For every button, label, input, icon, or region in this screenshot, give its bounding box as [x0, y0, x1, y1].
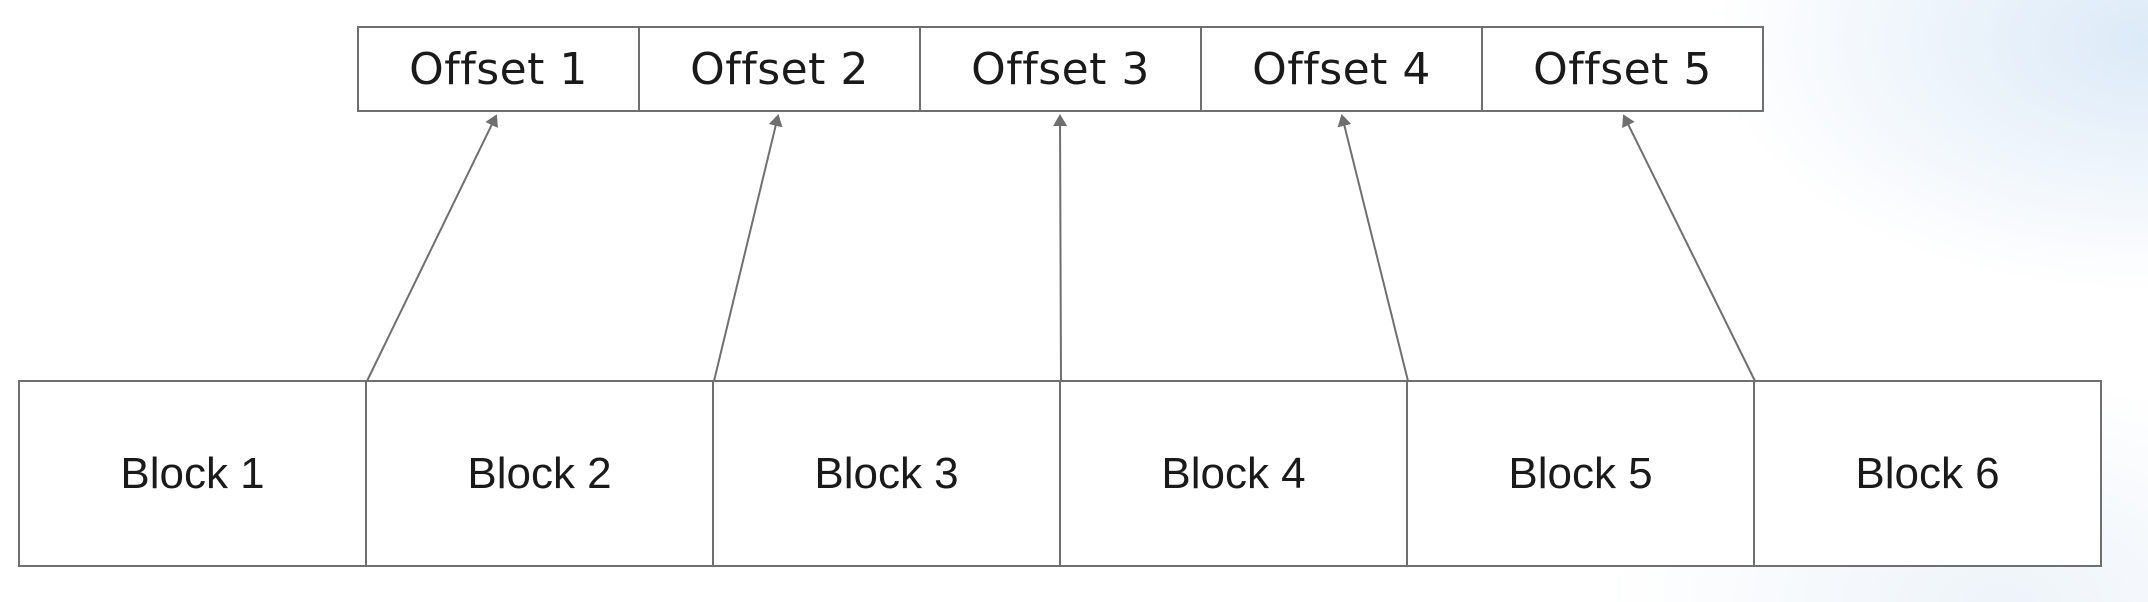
block-cell-6: Block 6: [1753, 380, 2102, 567]
arrow-block-boundary-4-to-offset-4: [1337, 114, 1409, 382]
offset-cell-5: Offset 5: [1481, 26, 1764, 112]
offset-cell-1: Offset 1: [357, 26, 640, 112]
block-label: Block 4: [1161, 448, 1306, 498]
block-label: Block 2: [467, 448, 612, 498]
arrow-block-boundary-5-to-offset-5: [1622, 114, 1756, 382]
block-label: Block 3: [814, 448, 959, 498]
block-cell-4: Block 4: [1059, 380, 1408, 567]
offset-label: Offset 2: [690, 43, 869, 95]
block-cell-1: Block 1: [18, 380, 367, 567]
block-label: Block 6: [1855, 448, 2000, 498]
arrow-block-boundary-1-to-offset-1: [366, 114, 498, 382]
arrow-block-boundary-3-to-offset-3: [1053, 114, 1068, 382]
offset-label: Offset 1: [409, 43, 588, 95]
offset-label: Offset 3: [971, 43, 1150, 95]
offset-label: Offset 5: [1533, 43, 1712, 95]
block-label: Block 5: [1508, 448, 1653, 498]
offset-label: Offset 4: [1252, 43, 1431, 95]
block-label: Block 1: [120, 448, 265, 498]
arrow-block-boundary-2-to-offset-2: [713, 114, 783, 382]
offset-cell-3: Offset 3: [919, 26, 1202, 112]
block-cell-5: Block 5: [1406, 380, 1755, 567]
block-cell-3: Block 3: [712, 380, 1061, 567]
offset-cell-4: Offset 4: [1200, 26, 1483, 112]
